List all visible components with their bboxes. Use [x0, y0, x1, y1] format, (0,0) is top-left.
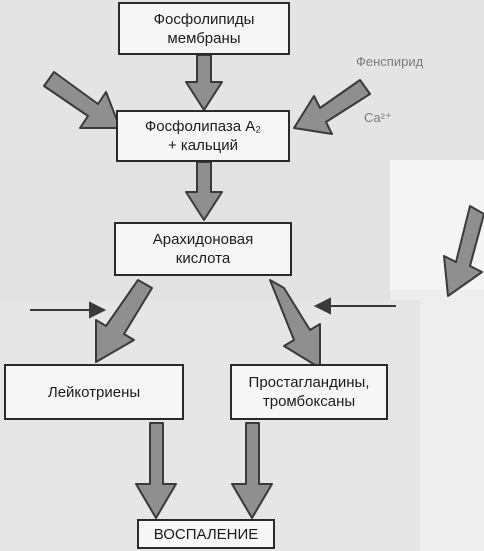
node-arachidonic-acid: Арахидоновая кислота: [114, 222, 292, 276]
node-phospholipase: Фосфолипаза А₂ + кальций: [116, 110, 290, 162]
thin-arrow-left-head: [89, 301, 107, 319]
label-fenspiride: Фенспирид: [356, 54, 424, 69]
node-leukotrienes-line1: Лейкотриены: [47, 383, 141, 401]
node-phospholipase-line1: Фосфолипаза А₂: [144, 118, 262, 135]
arrow-right-into-phospholipase: [293, 79, 371, 135]
arrow-right-middle: [443, 205, 484, 297]
arrow-leukotrienes-to-inflammation: [135, 422, 177, 519]
node-prostaglandins: Простагландины, тромбоксаны: [230, 364, 388, 420]
node-leukotrienes: Лейкотриены: [4, 364, 184, 420]
node-membrane-phospholipids-line2: мембраны: [167, 29, 241, 47]
arrow-left-into-phospholipase: [43, 71, 121, 129]
label-calcium: Ca²⁺: [364, 110, 392, 125]
arrow-phospholipase-to-arachidonic: [185, 161, 223, 221]
node-arachidonic-acid-line2: кислота: [175, 250, 231, 267]
node-membrane-phospholipids-line1: Фосфолипиды: [153, 10, 255, 28]
node-inflammation-line1: ВОСПАЛЕНИЕ: [153, 525, 259, 543]
node-arachidonic-acid-line1: Арахидоновая: [152, 231, 254, 248]
arrow-arachidonic-to-leukotrienes: [95, 279, 153, 363]
node-inflammation: ВОСПАЛЕНИЕ: [137, 519, 275, 549]
arrow-arachidonic-to-prostaglandins: [269, 279, 321, 369]
node-prostaglandins-line2: тромбоксаны: [262, 393, 356, 410]
arrow-membrane-to-phospholipase: [185, 54, 223, 111]
node-phospholipase-line2: + кальций: [167, 137, 239, 154]
thin-arrow-right-head: [313, 297, 331, 315]
background-shade-bottom: [0, 300, 420, 551]
node-membrane-phospholipids: Фосфолипиды мембраны: [118, 2, 290, 55]
arrow-prostaglandins-to-inflammation: [231, 422, 273, 519]
node-prostaglandins-line1: Простагландины,: [248, 374, 370, 391]
